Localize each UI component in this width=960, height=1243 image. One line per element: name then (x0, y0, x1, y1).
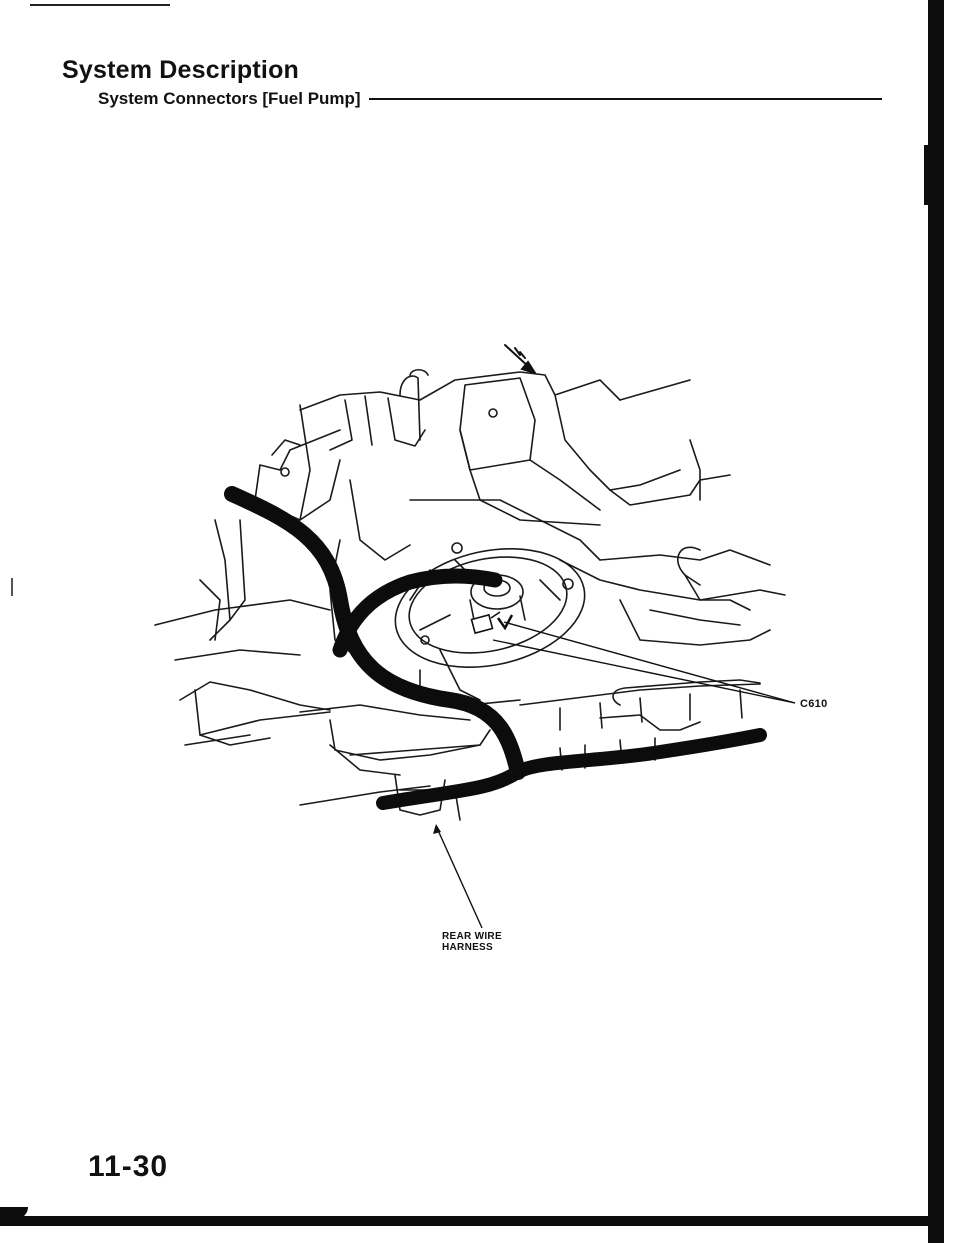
binding-mark (11, 578, 13, 596)
rear-wire-harness (224, 486, 767, 810)
bottom-edge-bar (0, 1216, 944, 1226)
page-edge-bar (928, 0, 944, 1243)
forward-arrow-icon (504, 344, 538, 375)
connector-label: C610 (800, 698, 828, 710)
connector-c610 (470, 611, 514, 635)
top-rule (30, 4, 170, 6)
harness-label-line2: HARNESS (442, 942, 493, 953)
subtitle-row: System Connectors [Fuel Pump] (98, 88, 882, 110)
page-number: 11-30 (88, 1150, 169, 1183)
section-title: System Description (62, 56, 300, 84)
leader-arrowhead (433, 824, 441, 834)
leader-lines (436, 621, 796, 929)
harness-label-line1: REAR WIRE (442, 931, 502, 942)
floor-panel-linework (154, 368, 786, 821)
page-edge-notch (924, 145, 928, 205)
harness-label: REAR WIRE HARNESS (442, 931, 502, 953)
subtitle-rule (368, 98, 882, 100)
section-subtitle: System Connectors [Fuel Pump] (98, 89, 361, 108)
